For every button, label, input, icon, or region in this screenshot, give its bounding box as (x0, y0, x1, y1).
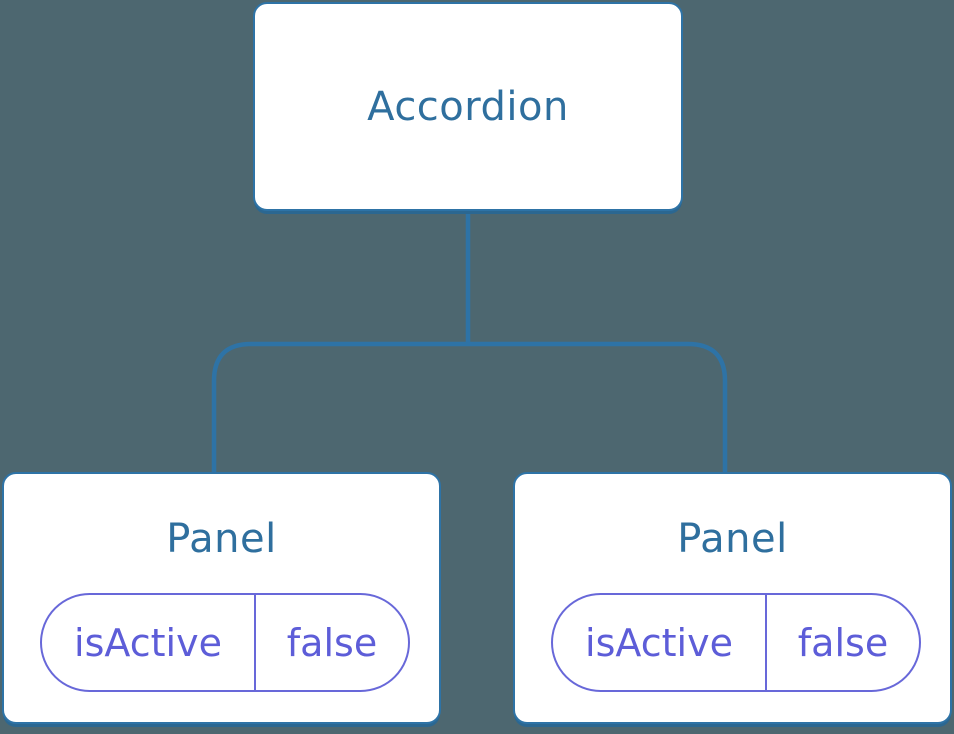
panel-right-state-pill: isActive false (551, 593, 921, 692)
node-accordion: Accordion (253, 2, 683, 211)
state-value-label: false (765, 595, 919, 690)
panel-left-state-pill: isActive false (40, 593, 410, 692)
node-panel-left: Panel isActive false (2, 472, 441, 724)
state-key-label: isActive (585, 620, 733, 665)
panel-right-label: Panel (677, 516, 788, 562)
connector-branches (211, 341, 728, 474)
accordion-label: Accordion (367, 83, 569, 130)
panel-left-label: Panel (166, 516, 277, 562)
state-key-label: isActive (74, 620, 222, 665)
state-value-label: false (254, 595, 408, 690)
node-panel-right: Panel isActive false (513, 472, 952, 724)
